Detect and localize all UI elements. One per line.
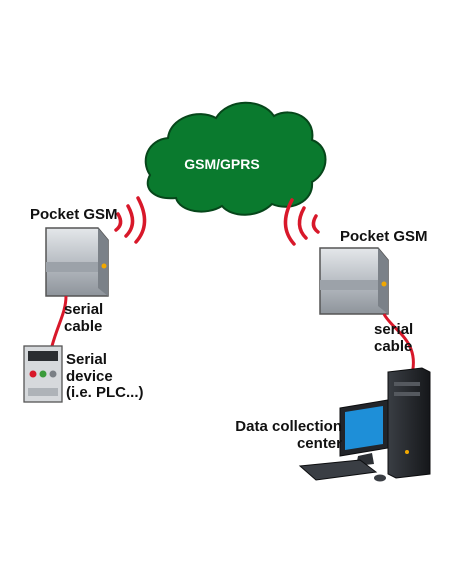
right-modem-label: Pocket GSM xyxy=(340,228,428,245)
left-cable-line2: cable xyxy=(64,317,103,335)
desktop-computer-icon xyxy=(298,367,431,482)
right-cable-label: serial cable xyxy=(374,321,414,355)
right-cable-line1: serial xyxy=(374,321,414,338)
serial-device-line2: device xyxy=(66,367,113,385)
serial-device-label: Serial device (i.e. PLC...) xyxy=(66,351,144,402)
modem-icon xyxy=(319,247,389,315)
serial-cable-right xyxy=(382,313,415,375)
left-modem-label: Pocket GSM xyxy=(30,206,118,223)
plc-device-icon xyxy=(23,345,63,403)
data-center-label: Data collection center xyxy=(232,418,342,452)
data-center-line2: center xyxy=(296,434,342,452)
signal-waves-icon xyxy=(114,196,147,244)
signal-waves-icon xyxy=(283,198,320,246)
serial-cable-left xyxy=(50,295,68,347)
left-cable-line1: serial xyxy=(64,301,104,318)
left-cable-label: serial cable xyxy=(64,301,104,335)
cloud-icon xyxy=(144,101,327,216)
right-cable-line2: cable xyxy=(374,337,413,355)
modem-icon xyxy=(45,227,109,297)
data-center-line1: Data collection xyxy=(235,418,342,435)
serial-device-line1: Serial xyxy=(66,351,107,368)
cloud-label: GSM/GPRS xyxy=(184,156,260,172)
serial-device-line3: (i.e. PLC...) xyxy=(66,384,144,401)
